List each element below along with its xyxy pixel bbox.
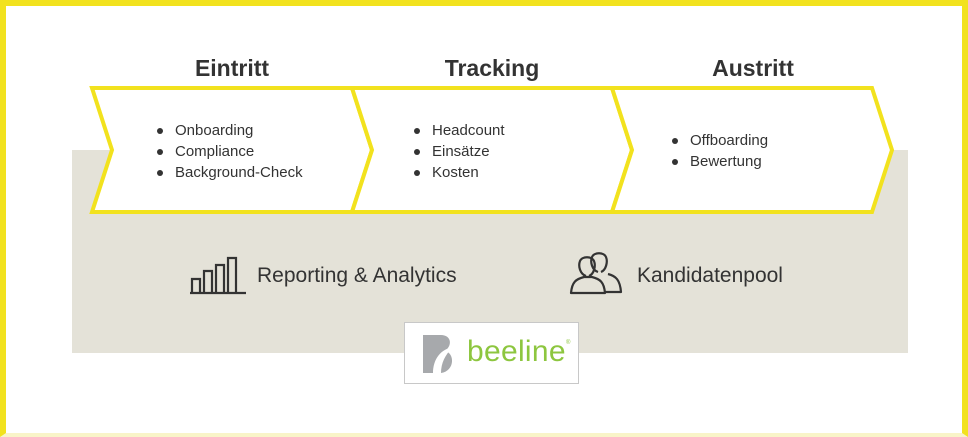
stage-list-austritt: Offboarding Bewertung (670, 130, 768, 172)
feature-reporting-label: Reporting & Analytics (257, 264, 457, 287)
stage-list-eintritt: Onboarding Compliance Background-Check (155, 120, 303, 183)
stage-title-austritt: Austritt (712, 55, 794, 81)
beeline-logo: beeline ® (404, 322, 579, 384)
list-item: Background-Check (155, 162, 303, 183)
beeline-logo-text: beeline (467, 335, 566, 368)
beeline-logo-mark-icon (423, 335, 453, 373)
registered-mark: ® (566, 340, 571, 346)
people-icon (569, 252, 623, 295)
list-item: Compliance (155, 141, 303, 162)
list-item: Headcount (412, 120, 505, 141)
bar-chart-icon (190, 256, 246, 295)
chevron-austritt (609, 86, 895, 214)
stage-title-tracking: Tracking (444, 55, 540, 81)
list-item: Onboarding (155, 120, 303, 141)
list-item: Kosten (412, 162, 505, 183)
list-item: Offboarding (670, 130, 768, 151)
list-item: Einsätze (412, 141, 505, 162)
stage-list-tracking: Headcount Einsätze Kosten (412, 120, 505, 183)
stage-title-eintritt: Eintritt (194, 55, 270, 81)
feature-candidates-label: Kandidatenpool (637, 264, 783, 287)
list-item: Bewertung (670, 151, 768, 172)
